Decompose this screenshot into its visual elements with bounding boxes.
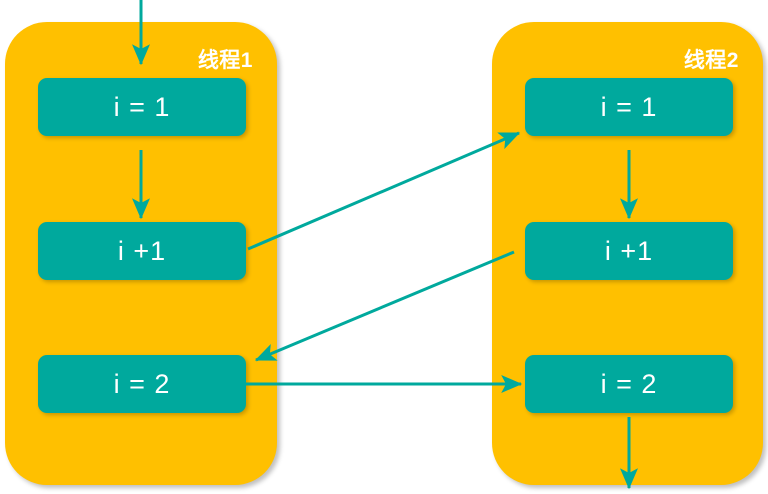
thread-1-step-1-box: i = 1 <box>38 78 246 136</box>
thread-1-title: 线程1 <box>197 49 253 72</box>
thread-2-step-1-box: i = 1 <box>525 78 733 136</box>
thread-1-step-3-label: i = 2 <box>113 368 171 399</box>
thread-2-title: 线程2 <box>683 49 739 72</box>
thread-panel-2: 线程2 i = 1 i +1 i = 2 <box>492 22 763 485</box>
thread-1-step-3-box: i = 2 <box>38 355 246 413</box>
thread-2-step-1-label: i = 1 <box>600 91 658 122</box>
thread-2-step-3-box: i = 2 <box>525 355 733 413</box>
thread2-step2-to-thread1-step3-arrow <box>254 250 515 362</box>
thread-panel-1: 线程1 i = 1 i +1 i = 2 <box>5 22 277 485</box>
thread-1-step-2-box: i +1 <box>38 222 246 280</box>
thread-2-step-2-label: i +1 <box>604 235 654 266</box>
thread-1-step-2-label: i +1 <box>117 235 167 266</box>
thread1-step2-to-thread2-step1-arrow <box>247 131 521 251</box>
thread-2-step-3-label: i = 2 <box>600 368 658 399</box>
thread-2-step-2-box: i +1 <box>525 222 733 280</box>
thread-1-step-1-label: i = 1 <box>113 91 171 122</box>
